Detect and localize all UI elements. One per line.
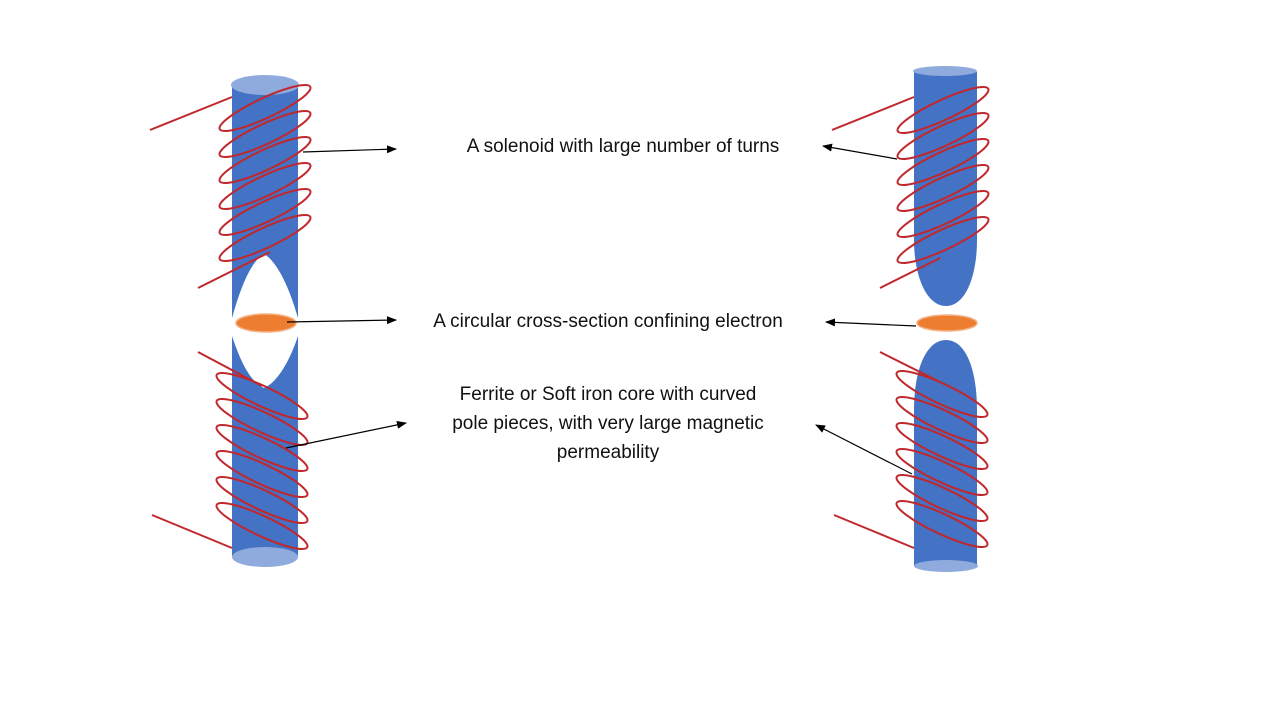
left-lower-core-cap bbox=[232, 547, 298, 567]
annotation-arrows bbox=[285, 143, 917, 475]
right-upper-core-cap bbox=[913, 66, 977, 76]
arrow-right-cross-section bbox=[825, 318, 917, 327]
right-electron-cross-section bbox=[916, 314, 978, 332]
core-label-line-2: pole pieces, with very large magnetic bbox=[452, 413, 764, 434]
left-upper-coil bbox=[149, 84, 312, 289]
right-upper-core bbox=[914, 72, 977, 306]
core-label: Ferrite or Soft iron core with curved po… bbox=[403, 380, 813, 467]
left-electron-cross-section bbox=[235, 313, 297, 333]
arrow-left-cross-section bbox=[286, 316, 397, 325]
left-lower-coil bbox=[151, 351, 309, 550]
right-lower-core-cap bbox=[914, 560, 978, 572]
core-label-line-1: Ferrite or Soft iron core with curved bbox=[459, 384, 757, 405]
left-upper-core-cap bbox=[231, 75, 299, 95]
cross-section-label: A circular cross-section confining elect… bbox=[433, 311, 783, 332]
left-assembly bbox=[149, 75, 312, 567]
solenoid-label: A solenoid with large number of turns bbox=[466, 136, 780, 157]
core-label-line-3: permeability bbox=[556, 442, 660, 463]
right-lower-core bbox=[914, 340, 977, 566]
arrow-right-solenoid bbox=[822, 143, 898, 160]
left-lower-core bbox=[232, 336, 298, 556]
arrow-left-core bbox=[285, 420, 407, 449]
right-assembly bbox=[831, 66, 990, 572]
arrow-right-core bbox=[815, 424, 913, 475]
right-lower-coil bbox=[833, 351, 989, 549]
right-upper-coil bbox=[831, 86, 990, 289]
arrow-left-solenoid bbox=[302, 145, 397, 154]
